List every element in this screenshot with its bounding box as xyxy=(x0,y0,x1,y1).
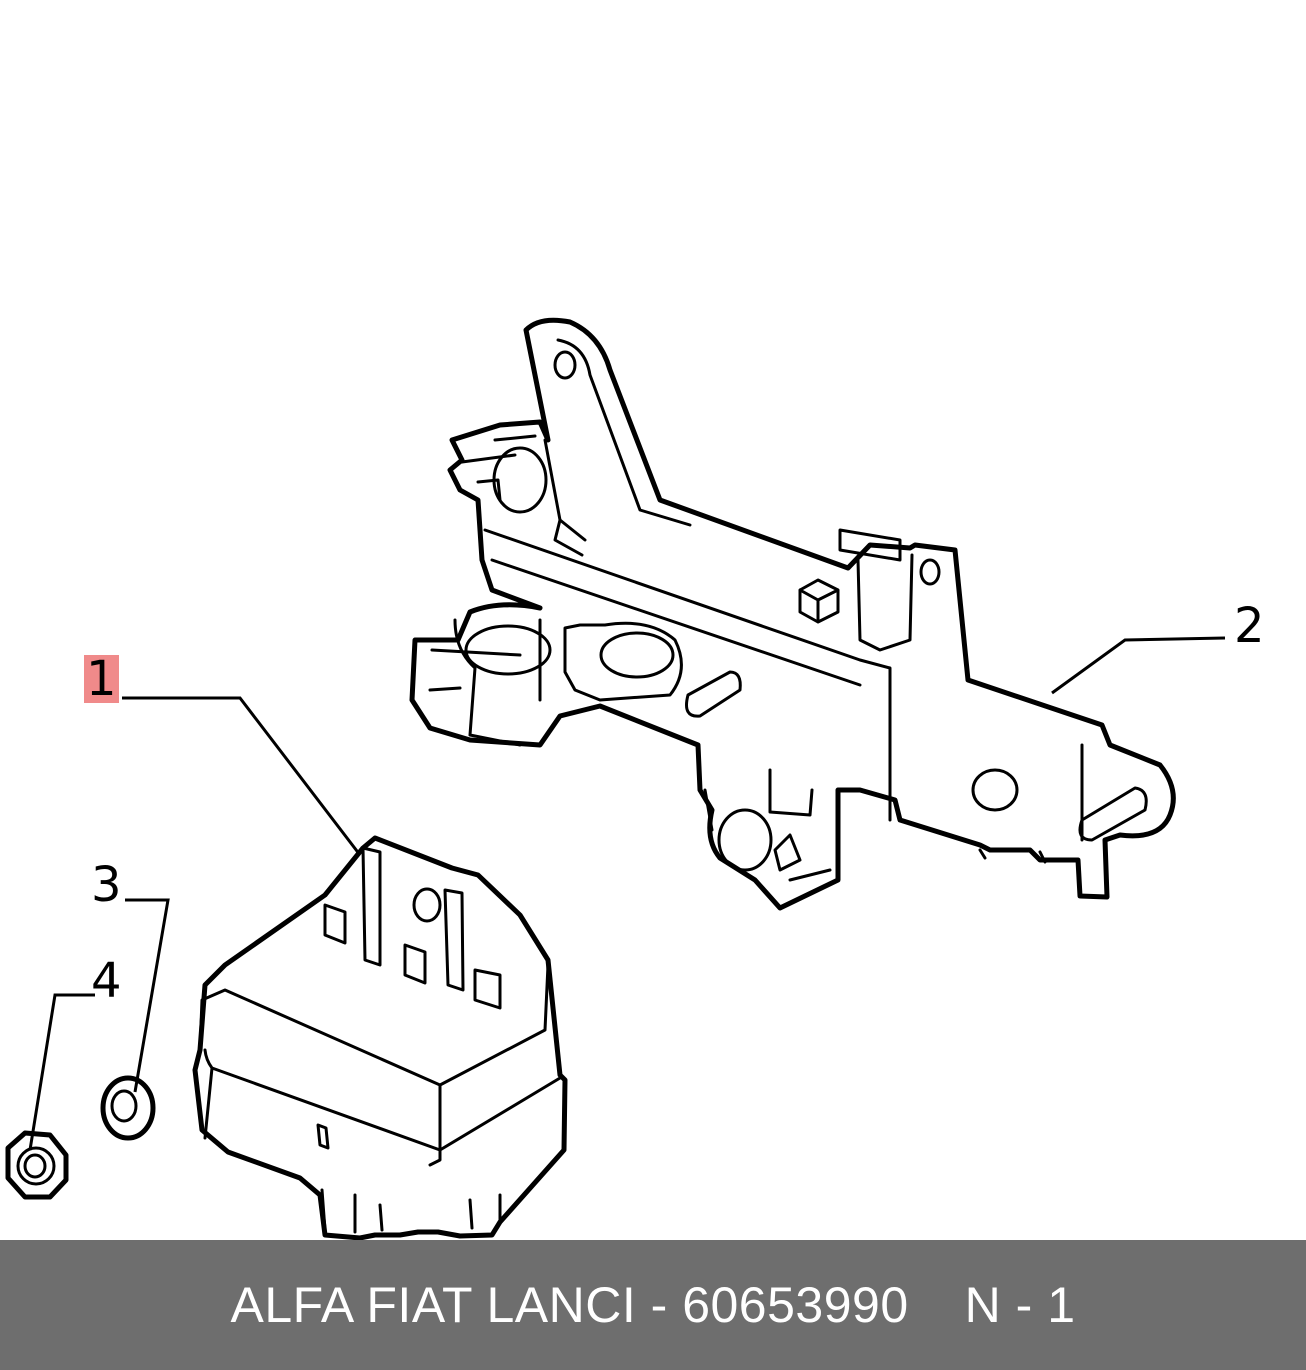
part-number-text: ALFA FIAT LANCI - 60653990 xyxy=(230,1277,909,1333)
callout-part-1[interactable]: 1 xyxy=(84,651,119,707)
leader-line-1 xyxy=(122,696,362,856)
nut-part[interactable] xyxy=(5,1130,69,1200)
exploded-parts-diagram xyxy=(5,317,1226,1240)
part-number-footer: ALFA FIAT LANCI - 60653990 N - 1 xyxy=(0,1240,1306,1370)
callout-part-4[interactable]: 4 xyxy=(91,953,122,1009)
leader-line-2 xyxy=(1051,636,1226,695)
relay-part[interactable] xyxy=(192,835,568,1240)
leader-line-3 xyxy=(125,898,170,1093)
quantity-text: N - 1 xyxy=(964,1277,1076,1333)
callout-part-2[interactable]: 2 xyxy=(1234,598,1265,654)
washer-part[interactable] xyxy=(100,1075,156,1141)
callout-part-3[interactable]: 3 xyxy=(91,857,122,913)
leader-line-4 xyxy=(28,993,95,1151)
bracket-part[interactable] xyxy=(409,317,1176,911)
